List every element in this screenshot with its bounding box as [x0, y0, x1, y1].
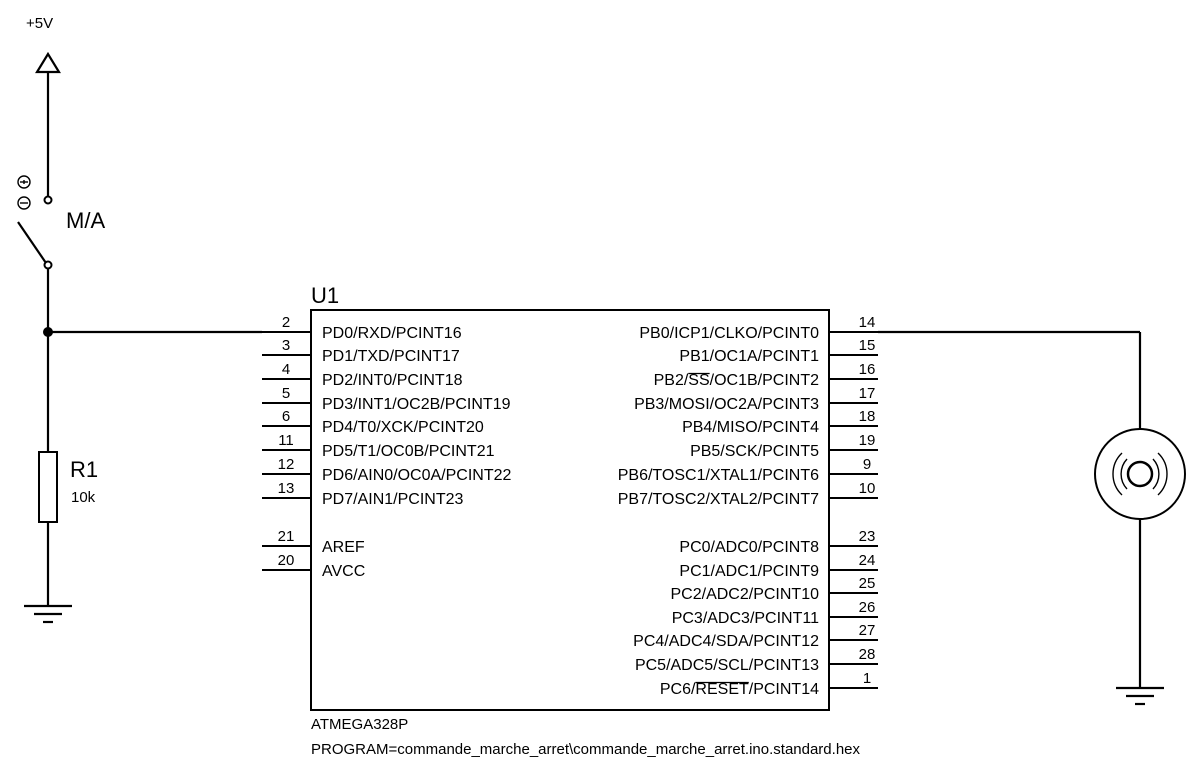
switch-contact-bottom: [43, 260, 53, 270]
pin-label: PD3/INT1/OC2B/PCINT19: [322, 396, 511, 413]
pin-number: 11: [278, 432, 294, 449]
pin-label: PB0/ICP1/CLKO/PCINT0: [639, 325, 819, 342]
pin-label: PB5/SCK/PCINT5: [690, 443, 819, 460]
pin-label: PD5/T1/OC0B/PCINT21: [322, 443, 495, 460]
resistor-body: [38, 451, 58, 523]
pin-label: PC4/ADC4/SDA/PCINT12: [633, 633, 819, 650]
pin-number: 18: [859, 408, 876, 425]
pin-number: 6: [282, 408, 290, 425]
pin-label: PC3/ADC3/PCINT11: [672, 610, 819, 627]
right-pins: 14PB0/ICP1/CLKO/PCINT015PB1/OC1A/PCINT11…: [618, 314, 878, 698]
pin-number: 1: [863, 670, 871, 687]
pin-label: PB4/MISO/PCINT4: [682, 419, 819, 436]
pin-label: PC6/RESET/PCINT14: [660, 681, 819, 698]
pin-number: 23: [859, 528, 876, 545]
pin-label: PD4/T0/XCK/PCINT20: [322, 419, 484, 436]
pin-label: PB2/SS/OC1B/PCINT2: [654, 372, 819, 389]
pin-number: 21: [278, 528, 295, 545]
power-arrow-icon: [35, 51, 61, 74]
switch-ma[interactable]: M/A: [17, 175, 105, 270]
resistor-value: 10k: [71, 489, 96, 506]
pin-label: AREF: [322, 539, 365, 556]
ground-right-icon: [1116, 686, 1164, 706]
pin-label: PC1/ADC1/PCINT9: [679, 563, 819, 580]
pin-label: PB7/TOSC2/XTAL2/PCINT7: [618, 491, 819, 508]
pin-number: 25: [859, 575, 876, 592]
pin-number: 10: [859, 480, 876, 497]
mcu-u1[interactable]: U1 ATMEGA328P PROGRAM=commande_marche_ar…: [262, 283, 878, 758]
pin-number: 4: [282, 361, 290, 378]
pin-label: PD0/RXD/PCINT16: [322, 325, 462, 342]
pin-label: PC0/ADC0/PCINT8: [679, 539, 819, 556]
switch-contact-top: [43, 195, 53, 205]
pin-number: 14: [859, 314, 876, 331]
power-label: +5V: [26, 15, 53, 32]
pin-number: 5: [282, 385, 290, 402]
pin-number: 24: [859, 552, 876, 569]
pin-label: PD7/AIN1/PCINT23: [322, 491, 463, 508]
pin-number: 17: [859, 385, 876, 402]
resistor-ref: R1: [70, 457, 98, 482]
mcu-part: ATMEGA328P: [311, 716, 408, 733]
pin-number: 2: [282, 314, 290, 331]
pin-label: PD2/INT0/PCINT18: [322, 372, 463, 389]
pin-label: PD6/AIN0/OC0A/PCINT22: [322, 467, 512, 484]
resistor-r1[interactable]: R1 10k: [38, 451, 98, 523]
pin-number: 27: [859, 622, 876, 639]
pin-label: PB1/OC1A/PCINT1: [679, 348, 819, 365]
power-terminal[interactable]: +5V: [26, 15, 61, 200]
pin-number: 20: [278, 552, 295, 569]
pin-number: 19: [859, 432, 876, 449]
pin-number: 12: [278, 456, 295, 473]
pin-number: 9: [863, 456, 871, 473]
switch-lever: [17, 221, 47, 264]
pin-label: PC2/ADC2/PCINT10: [671, 586, 820, 603]
mcu-ref: U1: [311, 283, 339, 308]
pin-label: AVCC: [322, 563, 365, 580]
motor-icon[interactable]: [1094, 428, 1186, 520]
pin-label: PC5/ADC5/SCL/PCINT13: [635, 657, 819, 674]
ground-left-icon: [24, 604, 72, 624]
pin-number: 26: [859, 599, 876, 616]
mcu-program: PROGRAM=commande_marche_arret\commande_m…: [311, 741, 861, 758]
pin-label: PB6/TOSC1/XTAL1/PCINT6: [618, 467, 819, 484]
pin-number: 15: [859, 337, 876, 354]
left-pins: 2PD0/RXD/PCINT163PD1/TXD/PCINT174PD2/INT…: [262, 314, 512, 580]
pin-number: 16: [859, 361, 876, 378]
pin-number: 3: [282, 337, 290, 354]
switch-ref: M/A: [66, 208, 105, 233]
pin-number: 13: [278, 480, 295, 497]
switch-toggle-icon[interactable]: [17, 175, 31, 210]
mcu-body: [310, 309, 830, 711]
pin-number: 28: [859, 646, 876, 663]
pin-label: PD1/TXD/PCINT17: [322, 348, 460, 365]
pin-label: PB3/MOSI/OC2A/PCINT3: [634, 396, 819, 413]
